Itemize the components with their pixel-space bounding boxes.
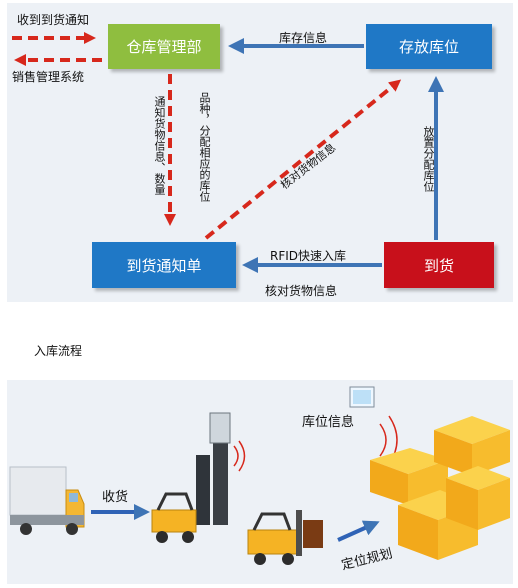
label-receive-notice: 收到到货通知: [17, 13, 90, 27]
monitor-icon: [349, 386, 398, 465]
label-sort-allocate: 品种，分配相应的库位: [198, 92, 211, 202]
forklift-rfid-icon: [151, 412, 246, 543]
label-location-alloc: 放置分配库位: [422, 126, 435, 192]
arrow-notice-to-storage: [204, 79, 402, 240]
node-arrival: 到货: [384, 242, 494, 288]
node-warehouse-dept: 仓库管理部: [108, 24, 220, 69]
arrow-locate: [337, 520, 380, 542]
truck-icon: [9, 466, 85, 535]
cargo-boxes-icon: [370, 416, 510, 560]
label-notify-sort: 通知货物信息、数量: [153, 96, 166, 195]
label-rfid-inbound: RFID快速入库: [270, 249, 347, 263]
node-warehouse-dept-label: 仓库管理部: [126, 38, 202, 56]
label-sales-system: 销售管理系统: [12, 70, 85, 84]
node-arrival-label: 到货: [423, 256, 454, 275]
label-check-goods: 核对货物信息: [265, 284, 338, 298]
label-location-info: 库位信息: [302, 415, 355, 430]
forklift-icon: [247, 510, 323, 565]
node-storage-location-label: 存放库位: [398, 38, 459, 56]
label-inventory-info: 库存信息: [279, 31, 328, 45]
node-arrival-notice: 到货通知单: [92, 242, 236, 288]
section-title: 入库流程: [34, 344, 83, 358]
label-receive-goods: 收货: [102, 490, 129, 505]
node-arrival-notice-label: 到货通知单: [126, 256, 202, 275]
node-storage-location: 存放库位: [366, 24, 492, 69]
